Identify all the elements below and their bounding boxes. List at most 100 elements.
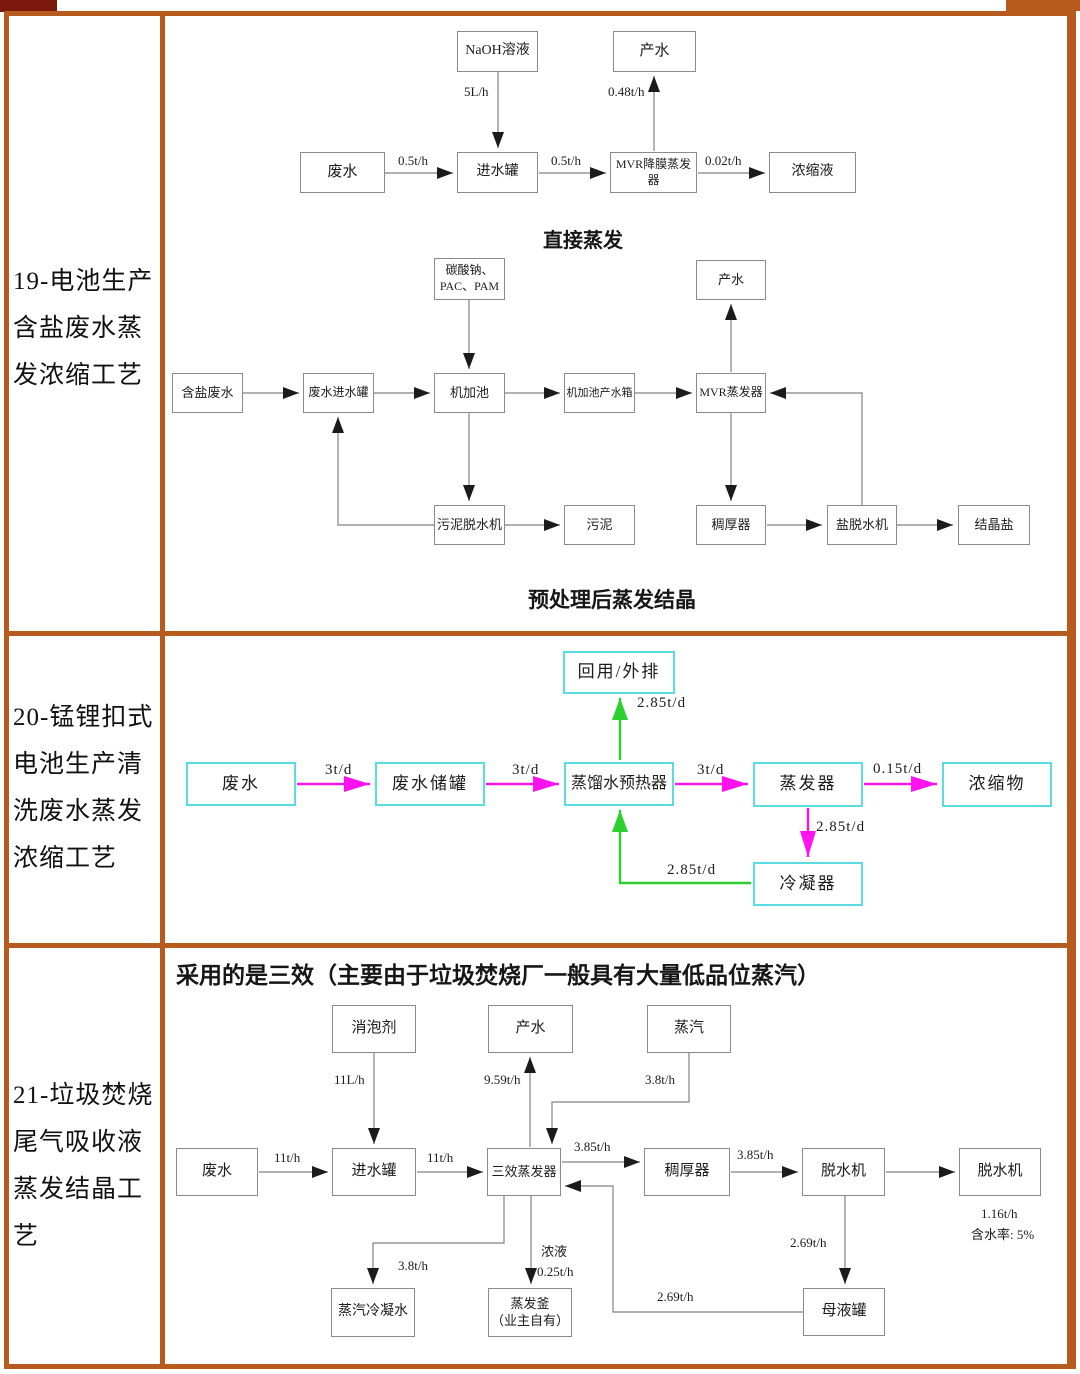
box-reuse-discharge: 回用/外排: [563, 651, 675, 694]
box-defoamer-label: 消泡剂: [351, 1020, 397, 1037]
box-wastewater-2: 废水: [186, 762, 296, 806]
box-crystal-salt: 结晶盐: [958, 505, 1030, 545]
box-product-water-2-label: 产水: [717, 271, 744, 287]
box-product-water-2: 产水: [696, 260, 766, 300]
box-naoh-solution: NaOH溶液: [457, 31, 538, 72]
box-dosing-agents-label: 碳酸钠、 PAC、PAM: [439, 263, 500, 293]
caption-direct-evaporation: 直接蒸发: [543, 230, 623, 252]
flow-label-r2-reuse: 2.85t/d: [637, 695, 687, 711]
flow-label-product-out: 0.48t/h: [608, 84, 645, 99]
box-wastewater-2-label: 废水: [222, 773, 260, 793]
flow-label-r2-to-condenser: 2.85t/d: [816, 819, 866, 835]
box-reuse-discharge-label: 回用/外排: [577, 662, 661, 682]
box-feed-tank-1-label: 进水罐: [476, 164, 519, 180]
box-wastewater-3-label: 废水: [201, 1163, 232, 1180]
box-evaporator-label: 蒸发器: [779, 774, 837, 794]
box-salt-dewaterer-label: 盐脱水机: [835, 516, 888, 532]
box-evaporation-kettle-label: 蒸发釜 （业主自有）: [490, 1295, 569, 1328]
table-frame: [4, 11, 1076, 1369]
row3-title-line: 蒸发结晶工: [13, 1176, 144, 1203]
box-crystal-salt-label: 结晶盐: [974, 516, 1014, 532]
box-concentrate-liquid-label: 浓缩液: [791, 164, 834, 180]
box-condenser-label: 冷凝器: [779, 873, 837, 893]
flow-label-feed-in: 0.5t/h: [398, 153, 428, 168]
box-product-water-1-label: 产水: [639, 42, 670, 59]
box-thickener-2-label: 稠厚器: [664, 1163, 710, 1180]
row1-title-line: 19-电池生产: [13, 268, 154, 295]
box-thickener-2: 稠厚器: [644, 1148, 730, 1196]
flow-label-r2-mid: 3t/d: [512, 762, 540, 778]
flow-label-r3-mid: 11t/h: [427, 1150, 454, 1165]
box-dewaterer-1-label: 脱水机: [820, 1163, 866, 1180]
note-triple-effect: 采用的是三效（主要由于垃圾焚烧厂一般具有大量低品位蒸汽）: [176, 962, 820, 988]
flow-label-r2-in: 3t/d: [325, 762, 353, 778]
box-concentrate-product: 浓缩物: [942, 762, 1052, 807]
flow-label-r3-concentrated-rate: 0.25t/h: [537, 1264, 574, 1279]
flow-label-r3-steam: 3.8t/h: [645, 1072, 675, 1087]
box-mvr-falling-film-evaporator: MVR降膜蒸发器: [610, 152, 697, 193]
box-dewaterer-1: 脱水机: [802, 1148, 885, 1196]
box-evaporator: 蒸发器: [753, 762, 863, 807]
box-wastewater-feed-tank: 废水进水罐: [303, 373, 374, 413]
row-divider-1: [4, 631, 1076, 636]
box-dewaterer-2: 脱水机: [959, 1148, 1041, 1196]
flow-label-r3-in: 11t/h: [274, 1150, 301, 1165]
flow-label-r3-dewaterer-out: 1.16t/h: [981, 1206, 1018, 1221]
row2-title: 20-锰锂扣式 电池生产清 洗废水蒸发 浓缩工艺: [13, 694, 158, 882]
flow-label-naoh-dose: 5L/h: [464, 84, 489, 99]
box-wastewater-storage-tank: 废水储罐: [375, 762, 485, 806]
flow-label-r3-defoamer: 11L/h: [334, 1072, 365, 1087]
flow-label-r3-condensate: 3.8t/h: [398, 1258, 428, 1273]
row1-title-line: 含盐废水蒸: [13, 315, 144, 342]
box-triple-effect-evaporator-label: 三效蒸发器: [491, 1163, 557, 1179]
box-distillate-preheater-label: 蒸馏水预热器: [570, 774, 667, 792]
column-divider: [160, 11, 165, 1364]
caption-pretreatment-crystallization: 预处理后蒸发结晶: [528, 589, 696, 612]
row2-title-line: 电池生产清: [13, 751, 144, 778]
row1-title-line: 发浓缩工艺: [13, 362, 144, 389]
box-dosing-agents: 碳酸钠、 PAC、PAM: [434, 258, 505, 300]
flow-label-concentrate-out: 0.02t/h: [705, 153, 742, 168]
box-triple-effect-evaporator: 三效蒸发器: [487, 1148, 561, 1196]
box-mvr-falling-film-evaporator-label: MVR降膜蒸发器: [615, 156, 692, 187]
box-wastewater-1: 废水: [300, 152, 385, 193]
box-mvr-evaporator: MVR蒸发器: [696, 373, 766, 413]
flow-label-r2-recycle: 2.85t/d: [667, 862, 717, 878]
flow-label-r2-concentrate: 0.15t/d: [873, 761, 923, 777]
row3-title-line: 21-垃圾焚烧: [13, 1082, 154, 1109]
row3-title-line: 尾气吸收液: [13, 1129, 144, 1156]
box-feed-tank-3: 进水罐: [332, 1148, 416, 1196]
box-mother-liquor-tank-label: 母液罐: [821, 1303, 867, 1320]
row2-title-line: 浓缩工艺: [13, 845, 118, 872]
box-distillate-preheater: 蒸馏水预热器: [564, 762, 674, 806]
box-steam: 蒸汽: [647, 1005, 731, 1053]
box-concentrate-liquid: 浓缩液: [769, 152, 856, 193]
box-steam-condensate-label: 蒸汽冷凝水: [338, 1304, 408, 1320]
box-concentrate-product-label: 浓缩物: [968, 774, 1026, 794]
flow-label-r3-recycle: 2.69t/h: [657, 1289, 694, 1304]
box-mechanical-dosing-pool-label: 机加池: [449, 384, 489, 400]
row2-title-line: 洗废水蒸发: [13, 798, 144, 825]
box-sludge-dewaterer: 污泥脱水机: [434, 505, 505, 545]
box-thickener-1: 稠厚器: [696, 505, 766, 545]
row2-title-line: 20-锰锂扣式: [13, 704, 154, 731]
box-salty-wastewater: 含盐废水: [172, 373, 243, 413]
top-right-orange-block: [1006, 0, 1080, 11]
box-sludge: 污泥: [564, 505, 635, 545]
box-steam-label: 蒸汽: [673, 1020, 704, 1037]
row-divider-2: [4, 943, 1076, 948]
box-condenser: 冷凝器: [753, 862, 863, 906]
box-wastewater-storage-tank-label: 废水储罐: [392, 773, 468, 793]
flow-label-feed-to-mvr: 0.5t/h: [551, 153, 581, 168]
box-wastewater-1-label: 废水: [327, 163, 358, 180]
flow-label-r3-concentrated-liquid: 浓液: [541, 1244, 568, 1259]
box-wastewater-feed-tank-label: 废水进水罐: [308, 385, 369, 400]
flow-label-r3-to-dewaterer: 3.85t/h: [737, 1147, 774, 1162]
box-wastewater-3: 废水: [176, 1148, 258, 1196]
row3-title-line: 艺: [13, 1223, 40, 1250]
flow-label-r3-to-mother-tank: 2.69t/h: [790, 1235, 827, 1250]
box-dewaterer-2-label: 脱水机: [977, 1163, 1023, 1180]
box-mvr-evaporator-label: MVR蒸发器: [699, 385, 763, 400]
box-sludge-label: 污泥: [586, 516, 613, 532]
flow-label-r3-moisture: 含水率: 5%: [971, 1227, 1035, 1242]
